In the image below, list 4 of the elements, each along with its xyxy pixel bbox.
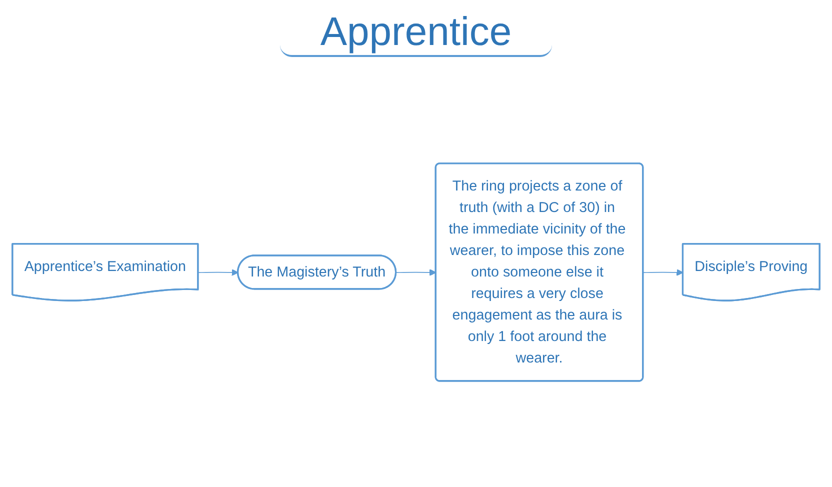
arrow <box>642 268 684 276</box>
title: Apprentice <box>280 10 552 57</box>
arrow <box>396 268 436 276</box>
arrow <box>198 268 238 276</box>
